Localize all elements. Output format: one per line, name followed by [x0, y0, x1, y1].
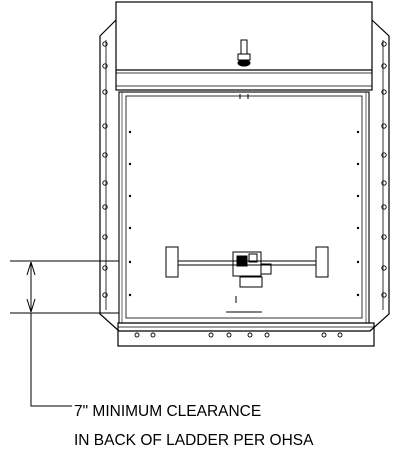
clearance-note-line1: 7" MINIMUM CLEARANCE	[74, 403, 261, 420]
latch-assembly	[165, 246, 329, 313]
dimension-arrow-bottom	[26, 298, 36, 313]
mounting-flange	[99, 19, 390, 347]
interior-fasteners	[128, 130, 360, 297]
hatch-handle	[237, 39, 251, 99]
clearance-dimension	[10, 260, 119, 407]
dimension-arrow-top	[26, 261, 36, 276]
clearance-note-line2: IN BACK OF LADDER PER OHSA	[74, 432, 314, 449]
hatch-opening	[118, 91, 370, 324]
hatch-lid	[115, 1, 373, 91]
flange-bolt-holes	[102, 41, 387, 338]
